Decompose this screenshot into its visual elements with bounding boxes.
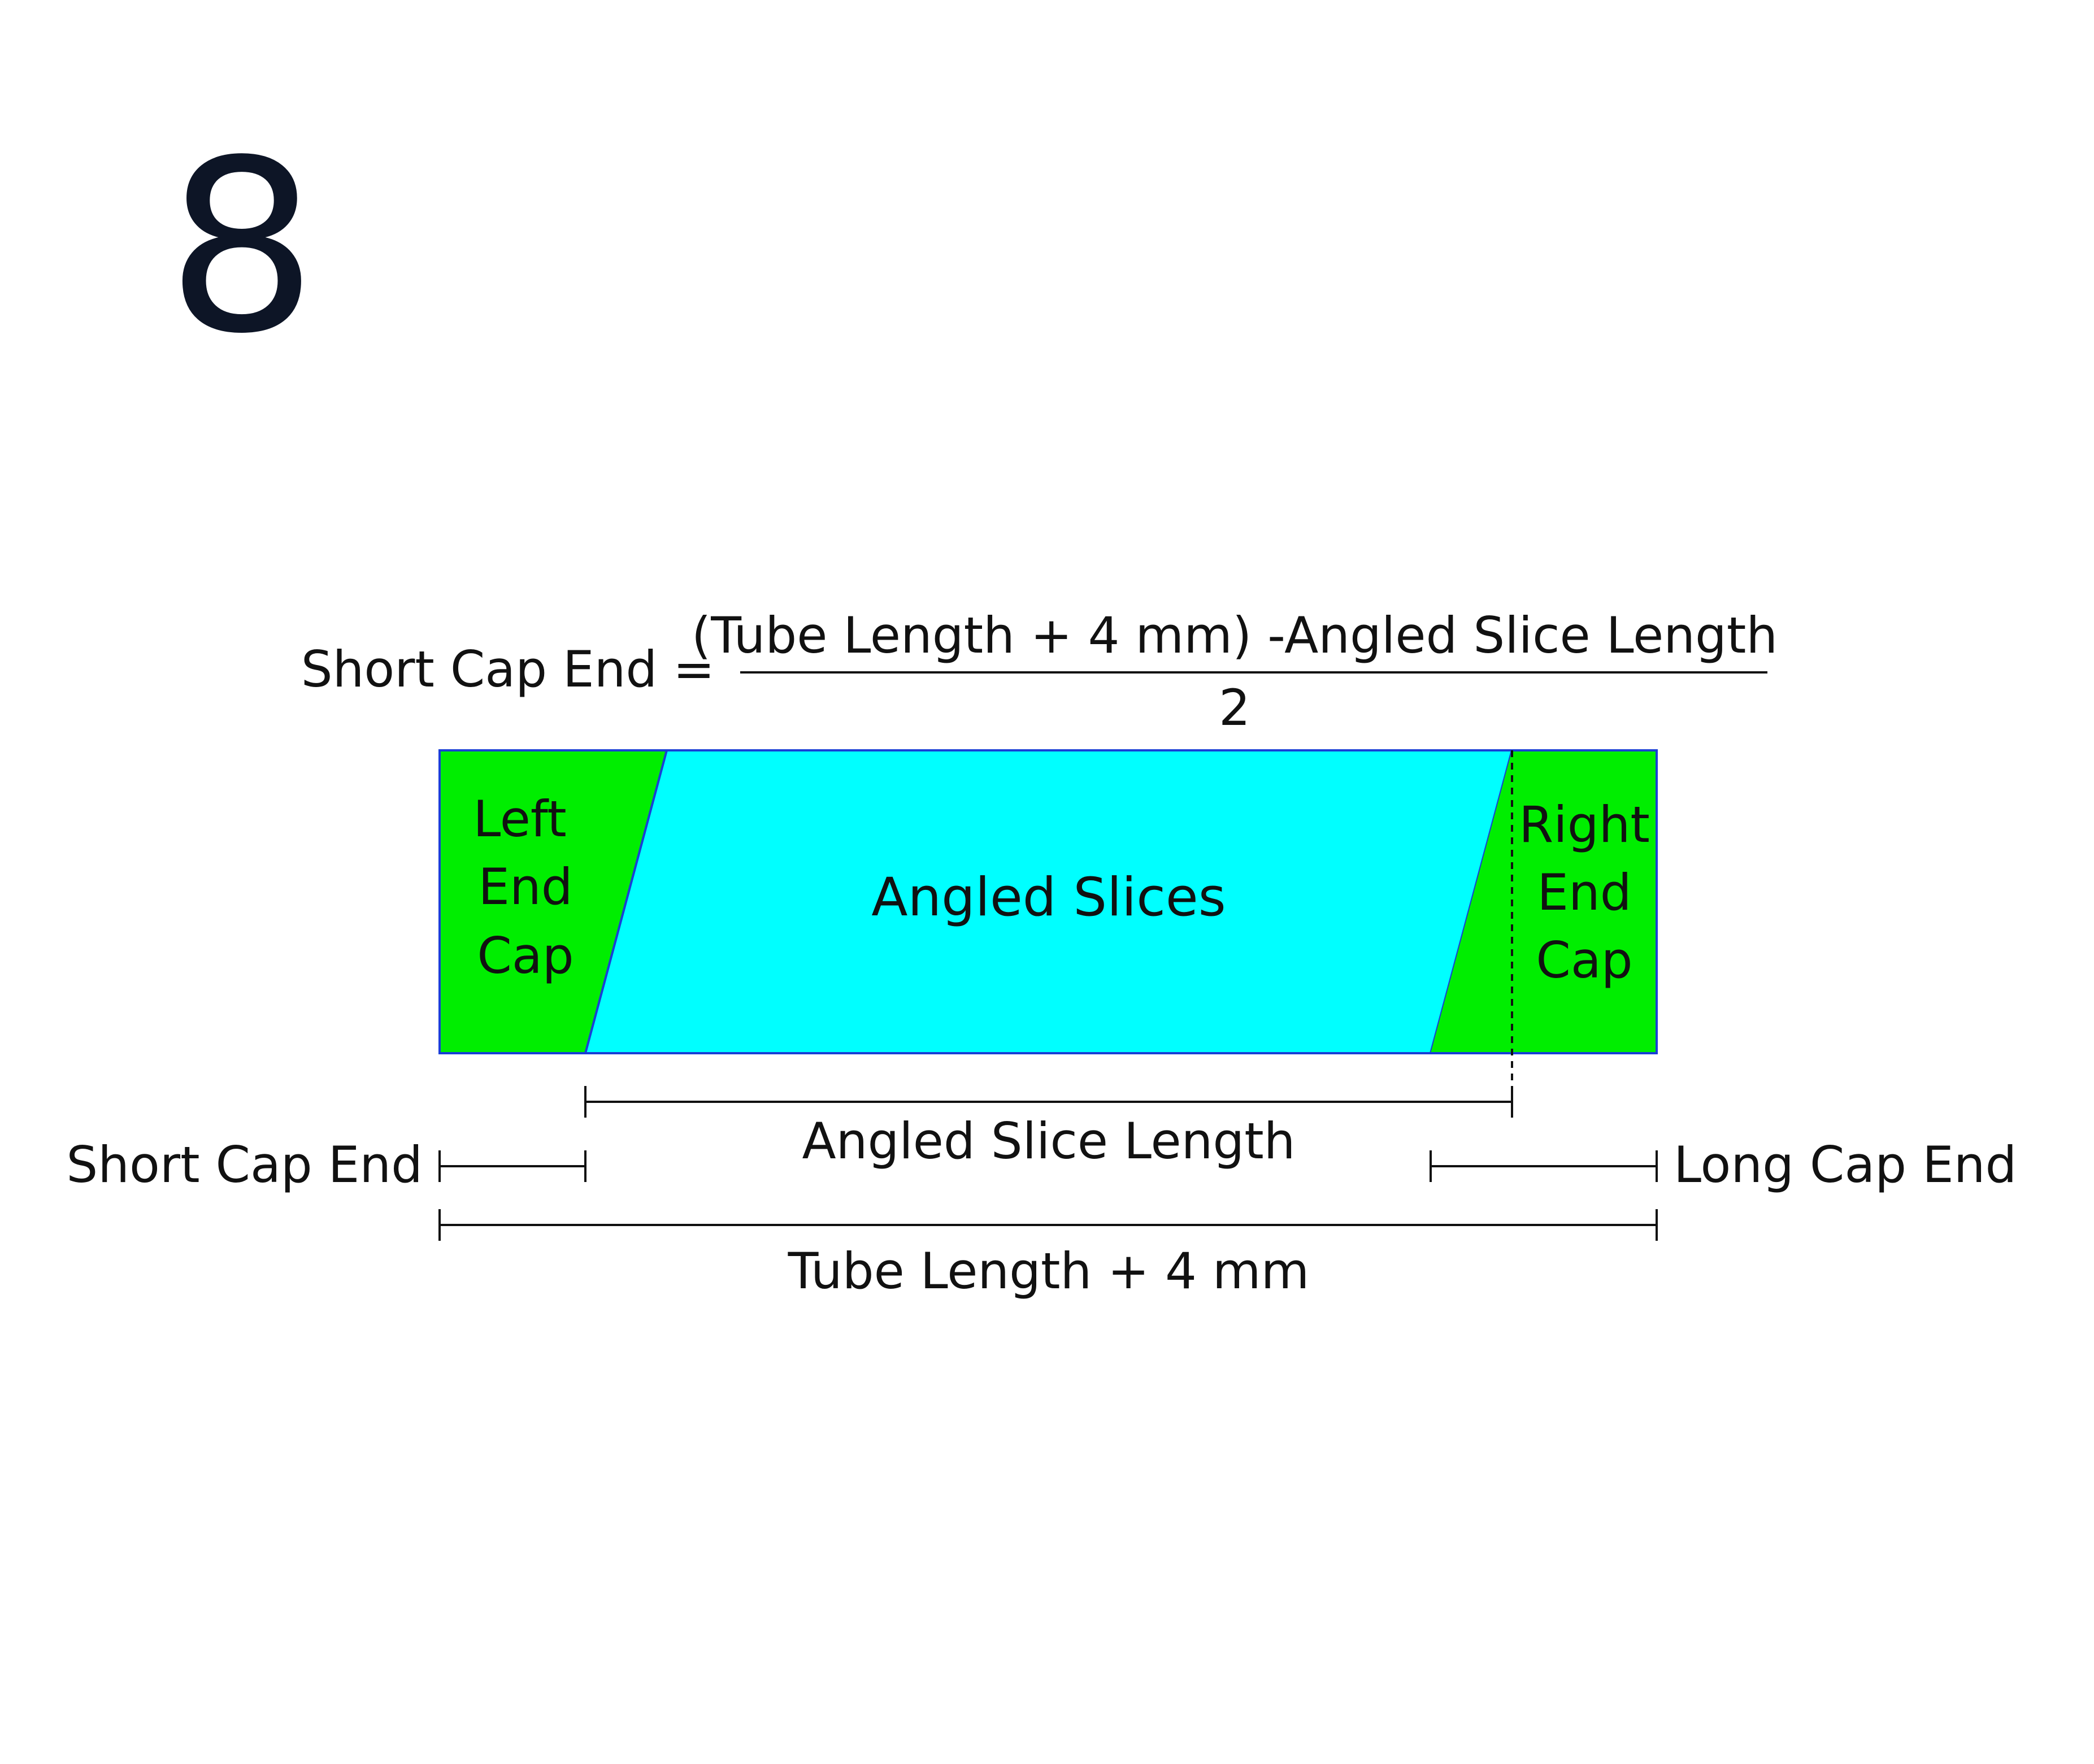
right-cap-line-2: End [1537, 863, 1631, 922]
tube-length-label: Tube Length + 4 mm [788, 1242, 1310, 1300]
short-cap-end-dimension [438, 1150, 587, 1182]
left-end-cap-region [440, 750, 667, 1053]
left-end-cap-label: Left End Cap [473, 790, 574, 985]
short-cap-end-label: Short Cap End [66, 1136, 423, 1194]
formula-lhs: Short Cap End = [301, 640, 715, 698]
long-cap-end-label: Long Cap End [1674, 1136, 2017, 1194]
tube-outline [438, 749, 1658, 1054]
step-number: 8 [166, 110, 317, 386]
right-end-cap-label: Right End Cap [1519, 796, 1650, 989]
left-cap-line-1: Left [473, 790, 567, 848]
formula-denominator: 2 [1219, 679, 1250, 737]
tube-length-dimension [438, 1209, 1658, 1241]
right-cap-line-1: Right [1519, 796, 1650, 854]
left-cap-line-2: End [478, 858, 572, 916]
angled-slice-length-label: Angled Slice Length [802, 1112, 1295, 1170]
long-cap-end-dimension [1430, 1150, 1658, 1182]
right-end-cap-region [1431, 750, 1657, 1053]
angled-slices-label: Angled Slices [871, 867, 1226, 928]
tube-body [438, 749, 1658, 1116]
angled-slice-length-dimension [584, 1086, 1513, 1118]
right-cap-line-3: Cap [1536, 931, 1632, 989]
formula-numerator: (Tube Length + 4 mm) -Angled Slice Lengt… [692, 606, 1778, 664]
left-cap-line-3: Cap [477, 927, 574, 985]
